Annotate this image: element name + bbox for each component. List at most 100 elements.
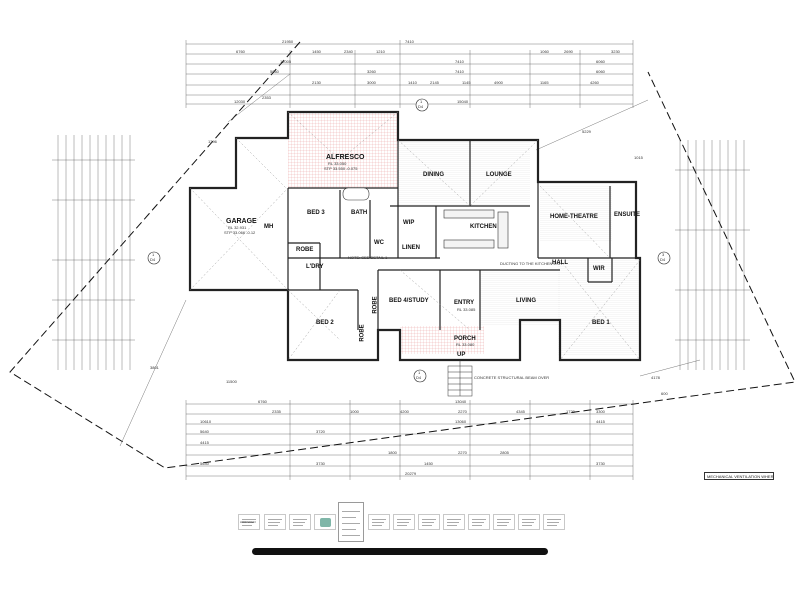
room-label-hall: HALL <box>552 260 568 266</box>
thumbnail-line <box>422 525 432 526</box>
thumbnail-line <box>397 522 409 523</box>
room-label-ensuite: ENSUITE <box>614 212 641 218</box>
bed1-floor <box>558 260 640 356</box>
thumbnail-line <box>547 519 561 520</box>
page-thumbnail[interactable] <box>289 514 311 530</box>
dim-text: 1060 <box>540 49 549 54</box>
room-label-bed2: BED 2 <box>316 320 334 326</box>
dim-text: 600 <box>661 391 668 396</box>
dim-text: 2690 <box>564 49 573 54</box>
room-label-linen: LINEN <box>402 245 420 251</box>
page-thumbnail[interactable] <box>314 514 336 530</box>
dim-text: 15040 <box>457 99 469 104</box>
dim-text: 1720 <box>566 409 575 414</box>
thumbnail-line <box>397 519 411 520</box>
thumbnail-line <box>342 517 356 518</box>
dim-text: 12030 <box>234 99 246 104</box>
roof-lines <box>189 111 641 361</box>
dim-text: 1800 <box>388 450 397 455</box>
thumbnail-line <box>242 519 256 520</box>
dim-text: 4345 <box>516 409 525 414</box>
site-boundary <box>9 41 796 469</box>
dim-text: 13060 <box>455 419 467 424</box>
page-thumbnail-strip[interactable]: ARRISDEN <box>234 502 568 542</box>
dim-text: 3300 <box>596 409 605 414</box>
page-thumbnail[interactable] <box>393 514 415 530</box>
page-thumbnail[interactable] <box>543 514 565 530</box>
page-thumbnail[interactable] <box>368 514 390 530</box>
thumbnail-line <box>522 519 536 520</box>
room-label-wc: WC <box>374 240 384 246</box>
thumbnail-line <box>472 525 482 526</box>
section-marker-ref: D4 <box>416 375 422 380</box>
alfresco-tiles <box>288 112 398 188</box>
dim-text: 2353 <box>262 95 271 100</box>
dim-text: 2130 <box>312 80 321 85</box>
dim-text: 7410 <box>405 39 414 44</box>
dim-text: 3260 <box>367 69 376 74</box>
ventilation-note-box: MECHANICAL VENTILATION WHERE <box>704 472 774 480</box>
thumbnail-line <box>372 525 382 526</box>
dim-text: 4415 <box>596 419 605 424</box>
dim-text: 2340 <box>344 49 353 54</box>
dim-text: 1015 <box>634 155 643 160</box>
dim-text: 4260 <box>590 80 599 85</box>
plan-note: CONCRETE STRUCTURAL BEAM OVER <box>474 375 550 380</box>
room-label-bed3: BED 3 <box>307 210 325 216</box>
page-thumbnail[interactable] <box>493 514 515 530</box>
dim-text: 1165 <box>540 80 549 85</box>
dim-text: 3730 <box>596 461 605 466</box>
home-indicator[interactable] <box>252 548 548 555</box>
dim-text: 2805 <box>500 450 509 455</box>
internal-walls <box>287 140 636 330</box>
room-label-bed1: BED 1 <box>592 320 610 326</box>
thumbnail-line <box>472 522 484 523</box>
section-marker-ref: D4 <box>150 257 156 262</box>
setback-lines <box>119 73 701 447</box>
page-thumbnail[interactable] <box>468 514 490 530</box>
dim-text: 3730 <box>316 461 325 466</box>
page-thumbnail[interactable] <box>418 514 440 530</box>
dim-text: 1145 <box>462 80 471 85</box>
theatre-floor <box>540 186 612 242</box>
page-thumbnail[interactable] <box>264 514 286 530</box>
dim-text: 1000 <box>350 409 359 414</box>
room-label-mh: MH <box>264 224 274 230</box>
thumbnail-line <box>447 522 459 523</box>
room-label-home-theatre: HOME-THEATRE <box>550 214 598 220</box>
dim-text: 1210 <box>376 49 385 54</box>
room-stp-garage: STP 33.066 -0.12 <box>224 230 256 235</box>
dim-text: 4900 <box>494 80 503 85</box>
plan-note: NOTE: SEE DETAIL 1 <box>348 255 388 260</box>
page-thumbnail-current[interactable] <box>338 502 364 542</box>
thumbnail-line <box>268 522 280 523</box>
dim-text: 7410 <box>455 69 464 74</box>
room-label-dining: DINING <box>423 172 444 178</box>
room-label-wir: WIR <box>593 266 605 272</box>
porch-tiles <box>400 326 484 354</box>
thumbnail-line <box>547 522 559 523</box>
thumbnail-caption: ARRISDEN <box>240 520 256 524</box>
kitchen-bench <box>443 209 509 249</box>
entry-stairs <box>447 360 473 397</box>
thumbnail-line <box>497 519 511 520</box>
page-thumbnail[interactable]: ARRISDEN <box>238 514 260 530</box>
page-thumbnail[interactable] <box>518 514 540 530</box>
room-label-lounge: LOUNGE <box>486 172 512 178</box>
thumbnail-line <box>472 519 486 520</box>
page-thumbnail[interactable] <box>443 514 465 530</box>
room-rl-entry: RL 33.085 <box>457 307 476 312</box>
dim-text: 6060 <box>596 69 605 74</box>
thumbnail-line <box>372 519 386 520</box>
dim-text: 10610 <box>200 419 212 424</box>
thumbnail-line <box>293 519 307 520</box>
section-marker-ref: D4 <box>660 257 666 262</box>
room-label-robe: ROBE <box>359 324 366 342</box>
dim-text: 5640 <box>200 461 209 466</box>
dim-text: 5229 <box>582 129 591 134</box>
thumbnail-line <box>447 519 461 520</box>
thumbnail-line <box>242 525 252 526</box>
side-dimension-lines <box>52 135 750 370</box>
top-dimension-lines <box>185 40 634 108</box>
